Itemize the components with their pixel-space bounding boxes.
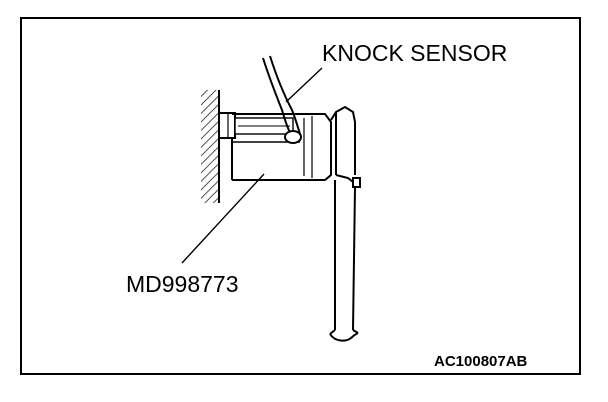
figure-code: AC100807AB xyxy=(434,353,528,370)
sensor-wire xyxy=(262,55,302,144)
leader-lines xyxy=(181,67,323,264)
engine-block-wall xyxy=(201,90,220,203)
knock-sensor-leader xyxy=(285,67,323,103)
knock-sensor xyxy=(218,112,294,139)
tool-label: MD998773 xyxy=(126,271,239,297)
tool-leader xyxy=(181,173,265,264)
ratchet-handle xyxy=(329,105,361,342)
figure-frame xyxy=(20,17,581,375)
knock-sensor-label: KNOCK SENSOR xyxy=(322,40,508,66)
